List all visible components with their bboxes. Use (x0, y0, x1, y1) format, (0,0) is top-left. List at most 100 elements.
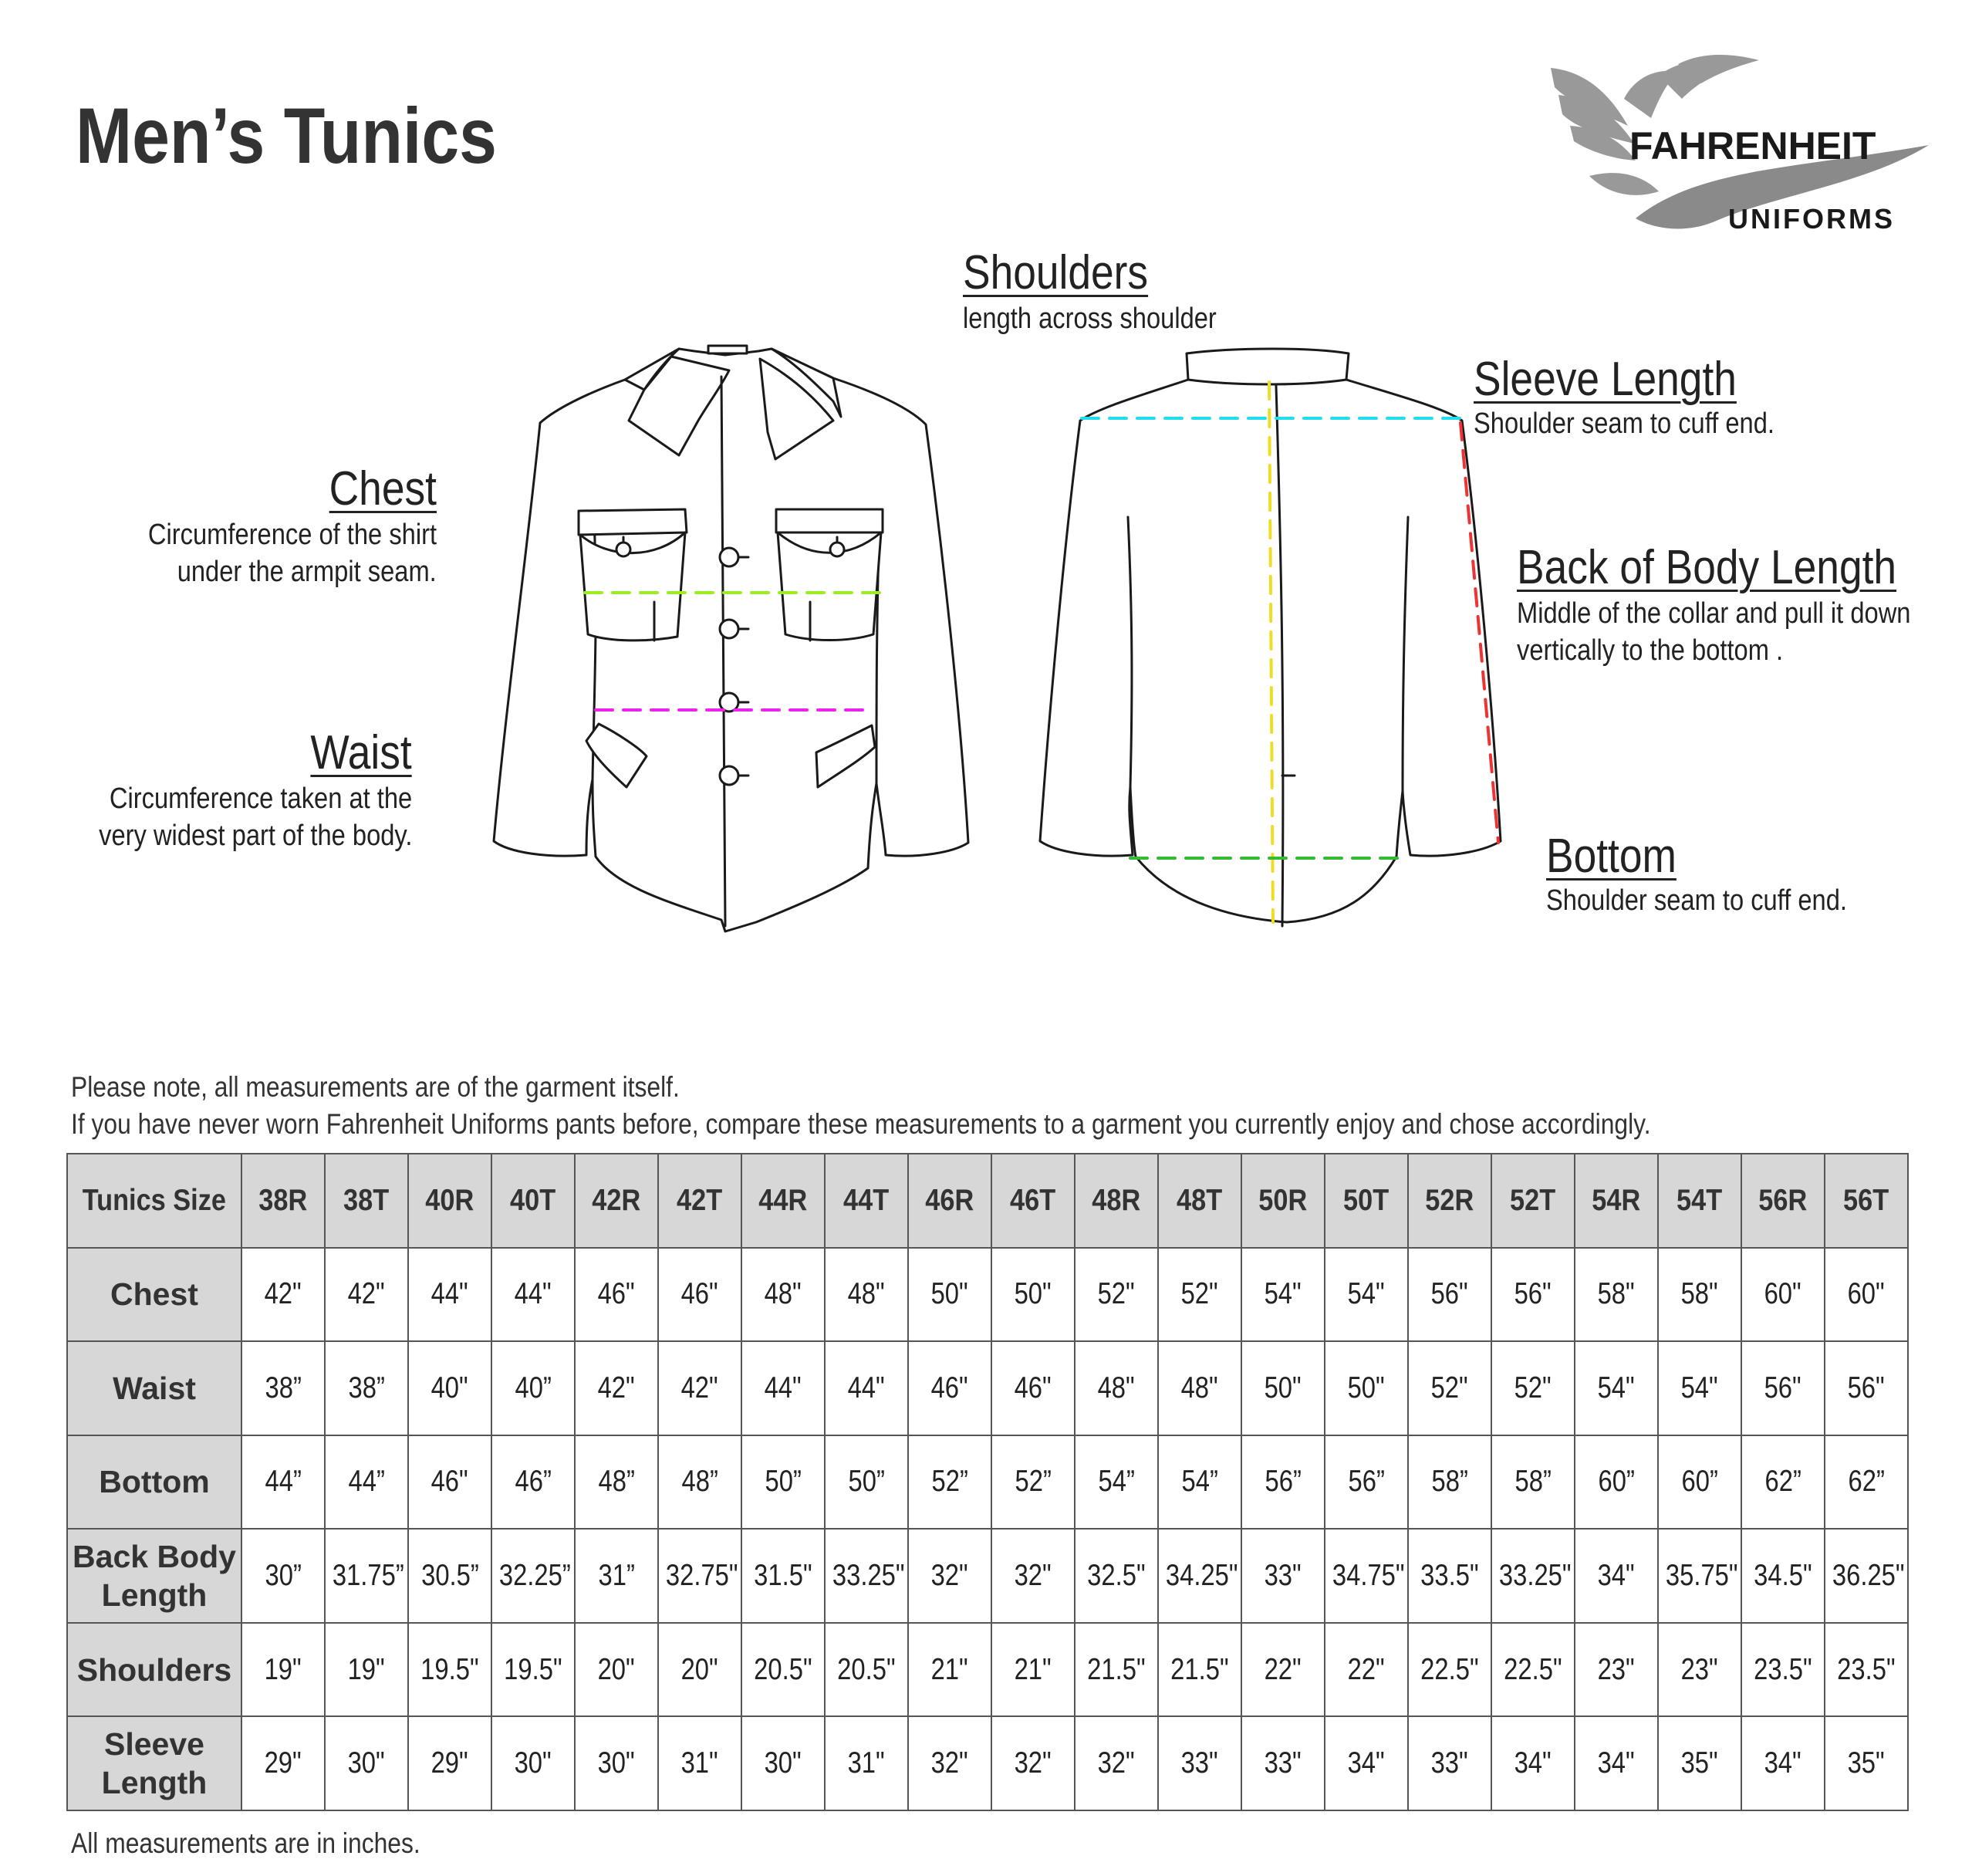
measurement-cell: 19.5" (407, 1621, 492, 1718)
measurement-cell: 31" (657, 1715, 742, 1811)
measurement-cell: 19" (324, 1621, 409, 1718)
measurement-cell: 23.5" (1824, 1621, 1909, 1718)
measurement-cell: 31" (824, 1715, 909, 1811)
measurement-cell: 31.5" (741, 1528, 826, 1624)
measurement-cell: 35.75" (1657, 1528, 1742, 1624)
size-header: 52R (1407, 1153, 1492, 1249)
size-header: 56T (1824, 1153, 1909, 1249)
measurement-cell: 22.5" (1491, 1621, 1575, 1718)
measurement-cell: 44" (407, 1246, 492, 1343)
measurement-cell: 20" (657, 1621, 742, 1718)
chest-desc-2: under the armpit seam. (177, 556, 437, 588)
measurement-cell: 58" (1574, 1246, 1659, 1343)
measurement-cell: 22" (1324, 1621, 1409, 1718)
measurement-cell: 44” (241, 1434, 326, 1530)
measurement-cell: 52” (991, 1434, 1075, 1530)
measurement-cell: 30" (491, 1715, 576, 1811)
measurement-cell: 33" (1407, 1715, 1492, 1811)
measurement-cell: 50” (824, 1434, 909, 1530)
measurement-cell: 21" (991, 1621, 1075, 1718)
measurement-cell: 21.5" (1074, 1621, 1159, 1718)
measurement-cell: 46" (907, 1340, 992, 1436)
chest-desc-1: Circumference of the shirt (147, 519, 437, 551)
measurement-cell: 52" (1074, 1246, 1159, 1343)
measurement-cell: 44" (824, 1340, 909, 1436)
measurement-cell: 31.75” (324, 1528, 409, 1624)
size-header: 42R (574, 1153, 659, 1249)
measurement-cell: 42" (657, 1340, 742, 1436)
row-label: Waist (66, 1340, 242, 1436)
measurement-cell: 34" (1574, 1528, 1659, 1624)
measurement-cell: 62” (1741, 1434, 1825, 1530)
measurement-cell: 56" (1407, 1246, 1492, 1343)
sleeve-length-heading: Sleeve Length (1474, 353, 1737, 406)
measurement-cell: 30" (324, 1715, 409, 1811)
measurement-cell: 54” (1157, 1434, 1242, 1530)
size-header: 38T (324, 1153, 409, 1249)
measurement-cell: 32" (991, 1715, 1075, 1811)
measurement-cell: 44" (741, 1340, 826, 1436)
logo-swoosh (1636, 145, 1929, 229)
measurement-cell: 54" (1324, 1246, 1409, 1343)
brand-name: FAHRENHEIT (1629, 124, 1876, 167)
measurement-cell: 44” (324, 1434, 409, 1530)
size-header: 50T (1324, 1153, 1409, 1249)
page-title: Men’s Tunics (76, 92, 497, 180)
measurement-cell: 50" (991, 1246, 1075, 1343)
measurement-cell: 54" (1241, 1246, 1325, 1343)
measurement-cell: 30" (574, 1715, 659, 1811)
size-header: 56R (1741, 1153, 1825, 1249)
measurement-cell: 52" (1157, 1246, 1242, 1343)
note-line-1: Please note, all measurements are of the… (71, 1071, 680, 1103)
measurement-cell: 58” (1491, 1434, 1575, 1530)
size-header: 40T (491, 1153, 576, 1249)
measurement-cell: 33" (1157, 1715, 1242, 1811)
measurement-cell: 29" (407, 1715, 492, 1811)
note-line-2: If you have never worn Fahrenheit Unifor… (71, 1108, 1651, 1140)
fahrenheit-logo: FAHRENHEIT UNIFORMS (1551, 55, 1929, 235)
measurement-cell: 23" (1657, 1621, 1742, 1718)
back-body-length-desc-1: Middle of the collar and pull it down (1517, 597, 1911, 630)
measurement-cell: 30" (741, 1715, 826, 1811)
table-header-row: Tunics Size 38R 38T 40R 40T 42R 42T 44R … (66, 1153, 1909, 1249)
size-header: 44T (824, 1153, 909, 1249)
tunic-diagram (492, 344, 1502, 933)
measurement-cell: 40" (407, 1340, 492, 1436)
waist-desc-1: Circumference taken at the (109, 783, 412, 815)
measurement-cell: 56" (1741, 1340, 1825, 1436)
sleeve-length-desc: Shoulder seam to cuff end. (1474, 407, 1774, 440)
measurement-cell: 35" (1824, 1715, 1909, 1811)
measurement-cell: 34" (1491, 1715, 1575, 1811)
footer-note: All measurements are in inches. (71, 1827, 420, 1859)
measurement-cell: 58" (1657, 1246, 1742, 1343)
measurement-cell: 32" (907, 1715, 992, 1811)
size-header: 48R (1074, 1153, 1159, 1249)
measurement-cell: 22" (1241, 1621, 1325, 1718)
measurement-cell: 60" (1824, 1246, 1909, 1343)
shoulders-desc: length across shoulder (963, 303, 1217, 335)
measurement-cell: 33.25" (1491, 1528, 1575, 1624)
measurement-cell: 19.5" (491, 1621, 576, 1718)
measurement-cell: 33" (1241, 1528, 1325, 1624)
size-header: 54T (1657, 1153, 1742, 1249)
measurement-cell: 54" (1657, 1340, 1742, 1436)
tunic-front-illustration (492, 344, 970, 933)
measurement-cell: 34.75" (1324, 1528, 1409, 1624)
measurement-cell: 54” (1074, 1434, 1159, 1530)
measurement-cell: 52” (907, 1434, 992, 1530)
measurement-cell: 34.5" (1741, 1528, 1825, 1624)
size-chart-table: Tunics Size 38R 38T 40R 40T 42R 42T 44R … (66, 1153, 1909, 1811)
measurement-cell: 34" (1741, 1715, 1825, 1811)
measurement-cell: 62” (1824, 1434, 1909, 1530)
measurement-cell: 46" (407, 1434, 492, 1530)
measurement-cell: 60” (1574, 1434, 1659, 1530)
measurement-cell: 50" (1241, 1340, 1325, 1436)
chest-heading: Chest (329, 462, 437, 515)
measurement-cell: 34.25" (1157, 1528, 1242, 1624)
measurement-cell: 29" (241, 1715, 326, 1811)
